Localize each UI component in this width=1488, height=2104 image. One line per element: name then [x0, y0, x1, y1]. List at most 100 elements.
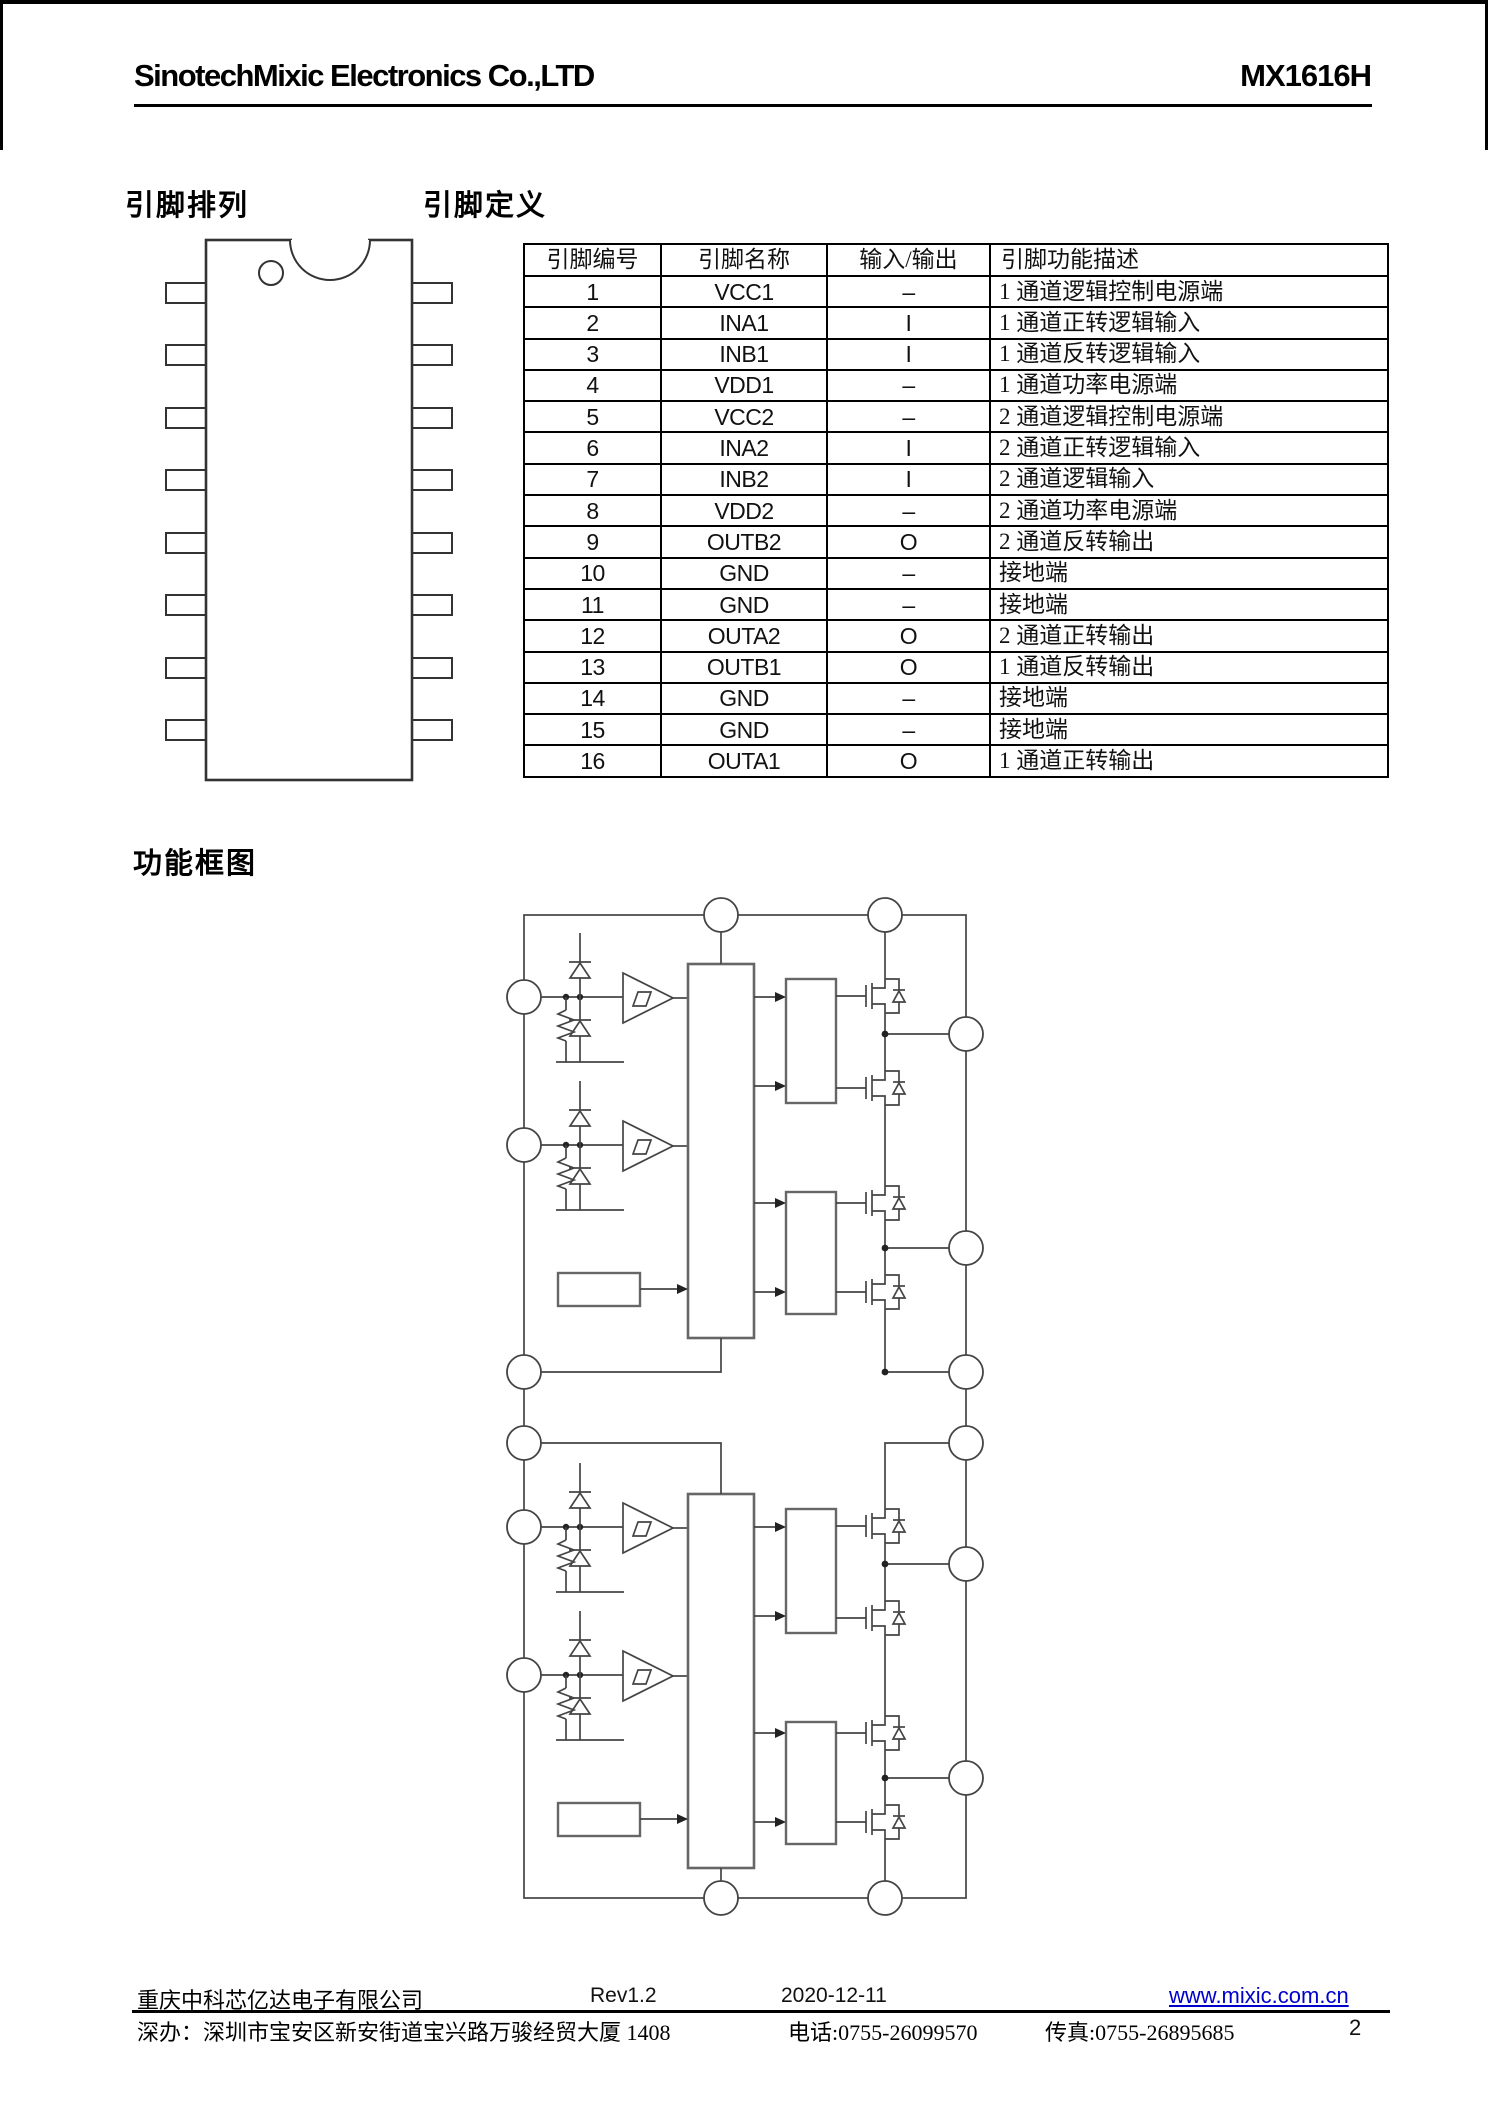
pin-name-cell: INA2 — [660, 431, 828, 465]
page-border-left — [0, 0, 3, 150]
pin-io-cell: – — [826, 400, 991, 434]
pin-io-cell: I — [826, 337, 991, 371]
pin-io-cell: O — [826, 525, 991, 559]
footer-website-link[interactable]: www.mixic.com.cn — [1169, 1983, 1349, 2008]
channel-2-core — [539, 1461, 952, 1870]
pin-io-cell: O — [826, 744, 991, 778]
pin-number-cell: 4 — [523, 368, 662, 403]
footer-company-cn: 重庆中科芯亿达电子有限公司 — [137, 1988, 424, 2013]
pin-function-cell: 1 通道逻辑控制电源端 — [989, 274, 1389, 309]
pin-vcc1 — [703, 897, 739, 933]
pin-number-cell: 5 — [523, 400, 662, 434]
pin-function-cell: 2 通道逻辑控制电源端 — [989, 400, 1389, 434]
pin-function-cell: 接地端 — [989, 713, 1389, 747]
pin-name-cell: OUTA1 — [660, 744, 828, 778]
pin-number-cell: 16 — [523, 744, 662, 778]
pin-number-cell: 12 — [523, 619, 662, 653]
channel-1-core — [539, 931, 952, 1340]
pin-outb1 — [948, 1230, 984, 1266]
pin-vcc2 — [506, 1425, 542, 1461]
pin-io-cell: – — [826, 587, 991, 622]
pin-name-cell: OUTB1 — [660, 650, 828, 684]
footer-phone: 电话:0755-26099570 — [788, 2020, 978, 2045]
pin-function-cell: 接地端 — [989, 587, 1389, 622]
pin-gnd-right — [948, 1354, 984, 1390]
footer-fax: 传真:0755-26895685 — [1045, 2020, 1235, 2045]
dip-body — [204, 238, 414, 782]
pin-function-cell: 2 通道正转输出 — [989, 619, 1389, 653]
pin-name-cell: INA1 — [660, 306, 828, 340]
pin-io-cell: I — [826, 462, 991, 497]
pin-function-cell: 1 通道正转逻辑输入 — [989, 306, 1389, 340]
pin-name-cell: VDD2 — [660, 494, 828, 528]
pin-function-cell: 1 通道正转输出 — [989, 744, 1389, 778]
pin-gnd-left — [506, 1354, 542, 1390]
pin-function-cell: 2 通道功率电源端 — [989, 494, 1389, 528]
footer-revision: Rev1.2 — [590, 1984, 657, 2007]
pin-name-cell: GND — [660, 587, 828, 622]
pin-outa2 — [948, 1546, 984, 1582]
pin-inb1 — [506, 1127, 542, 1163]
diagram-boundary — [523, 914, 967, 1899]
pin-io-cell: O — [826, 650, 991, 684]
footer-rule — [132, 2010, 1390, 2013]
pin-io-cell: – — [826, 681, 991, 716]
pin-function-cell: 1 通道反转输出 — [989, 650, 1389, 684]
dip-notch — [289, 239, 371, 281]
pin-function-cell: 1 通道功率电源端 — [989, 368, 1389, 403]
header-part-number: MX1616H — [1240, 58, 1372, 93]
page-border-top — [0, 0, 1488, 4]
pin-name-cell: VDD1 — [660, 368, 828, 403]
pin-number-cell: 3 — [523, 337, 662, 371]
section-pin-arrangement: 引脚排列 — [125, 190, 250, 222]
functional-block-diagram — [506, 897, 984, 1916]
page-border-right — [1485, 0, 1488, 150]
pin-name-cell: OUTA2 — [660, 619, 828, 653]
pin-outb2 — [948, 1760, 984, 1796]
pin-number-cell: 7 — [523, 462, 662, 497]
pin-number-cell: 1 — [523, 274, 662, 309]
pin-function-cell: 1 通道反转逻辑输入 — [989, 337, 1389, 371]
pin-io-cell: – — [826, 274, 991, 309]
pin-io-cell: – — [826, 556, 991, 590]
footer-address: 深办：深圳市宝安区新安街道宝兴路万骏经贸大厦 1408 — [137, 2020, 671, 2045]
dip-package-drawing — [165, 237, 453, 782]
table-header-row: 引脚编号 引脚名称 输入/输出 引脚功能描述 — [523, 243, 1389, 277]
pin-number-cell: 8 — [523, 494, 662, 528]
pin-outa1 — [948, 1016, 984, 1052]
pin-function-cell: 接地端 — [989, 681, 1389, 716]
pin-io-cell: – — [826, 494, 991, 528]
pin-ina2 — [506, 1509, 542, 1545]
pin-io-cell: – — [826, 713, 991, 747]
pin-name-cell: VCC2 — [660, 400, 828, 434]
dip-pin1-dot — [258, 260, 284, 286]
pin-number-cell: 15 — [523, 713, 662, 747]
pin-number-cell: 6 — [523, 431, 662, 465]
col-header-pin-number: 引脚编号 — [523, 243, 662, 277]
pin-name-cell: INB1 — [660, 337, 828, 371]
footer-page-number: 2 — [1349, 2015, 1362, 2040]
col-header-pin-name: 引脚名称 — [660, 243, 828, 277]
pin-io-cell: – — [826, 368, 991, 403]
pin-function-cell: 2 通道正转逻辑输入 — [989, 431, 1389, 465]
col-header-function: 引脚功能描述 — [989, 243, 1389, 277]
pin-function-cell: 2 通道逻辑输入 — [989, 462, 1389, 497]
header-company-title: SinotechMixic Electronics Co.,LTD — [134, 58, 595, 93]
pin-vdd2 — [948, 1425, 984, 1461]
section-block-diagram: 功能框图 — [133, 848, 258, 880]
pin-function-cell: 接地端 — [989, 556, 1389, 590]
pin-number-cell: 2 — [523, 306, 662, 340]
pin-inb2 — [506, 1657, 542, 1693]
pin-name-cell: INB2 — [660, 462, 828, 497]
